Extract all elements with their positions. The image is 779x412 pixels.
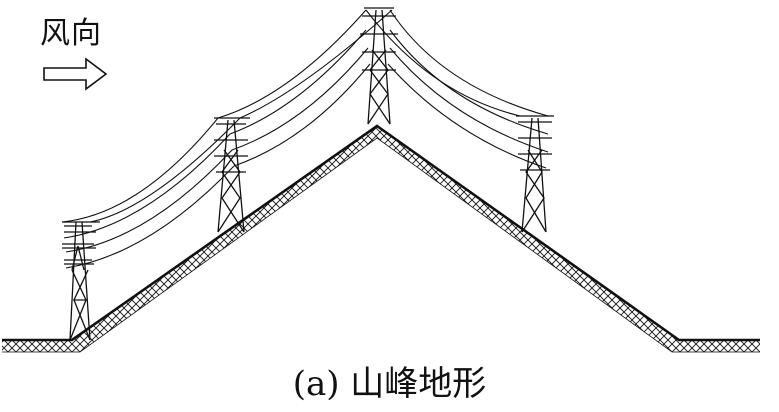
- transmission-tower-2: [214, 117, 250, 233]
- wind-direction-label: 风向: [40, 16, 102, 51]
- transmission-tower-4: [516, 115, 554, 233]
- terrain-profile: [2, 124, 760, 353]
- right-hollow-arrow-icon: [43, 57, 108, 91]
- transmission-tower-1: [62, 221, 100, 341]
- figure-caption: (a) 山峰地形: [292, 364, 487, 404]
- transmission-tower-3: [360, 7, 398, 125]
- transmission-conductors: [61, 9, 549, 269]
